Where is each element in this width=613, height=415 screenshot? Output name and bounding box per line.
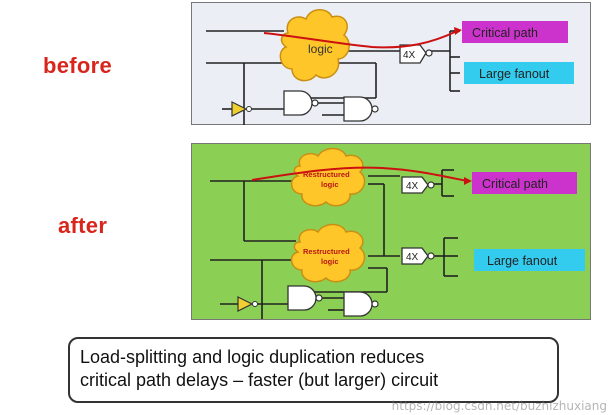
- after-critical-path-line: [251, 166, 468, 182]
- summary-note-line-1: Load-splitting and logic duplication red…: [80, 347, 425, 367]
- after-wires: [210, 169, 458, 319]
- before-logic-cloud: [279, 9, 350, 82]
- after-nand-gate-1: [287, 285, 323, 311]
- before-inverter: [231, 101, 252, 117]
- before-logic-text: logic: [308, 42, 333, 56]
- after-large-fanout-text: Large fanout: [487, 254, 558, 268]
- summary-note-line-2: critical path delays – faster (but large…: [80, 370, 439, 390]
- after-inverter: [237, 296, 258, 312]
- after-buffer-gate-top: [401, 176, 435, 194]
- after-circuit: Restructured logic Restructured logic 4X…: [210, 147, 585, 319]
- before-buffer-text: 4X: [403, 50, 416, 61]
- after-restructured-cloud-bottom: [290, 223, 366, 283]
- before-critical-path-line: [263, 30, 458, 49]
- after-cloud-top-text-2: logic: [321, 180, 339, 189]
- before-nand-gate-1: [283, 90, 319, 116]
- after-label: after: [58, 213, 108, 238]
- summary-note: Load-splitting and logic duplication red…: [68, 337, 559, 403]
- before-large-fanout-box: [464, 62, 574, 84]
- after-buffer-bottom-text: 4X: [406, 252, 419, 263]
- watermark: https://blog.csdn.net/buzhizhuxiang: [391, 399, 607, 413]
- before-large-fanout-text: Large fanout: [479, 67, 550, 81]
- before-circuit: logic 4X: [206, 9, 574, 125]
- after-nand-gate-2: [343, 291, 379, 317]
- after-critical-arrowhead: [464, 177, 472, 185]
- before-label: before: [43, 53, 113, 78]
- after-cloud-top-text-1: Restructured: [303, 170, 350, 179]
- before-critical-arrowhead: [454, 27, 462, 35]
- after-buffer-top-text: 4X: [406, 181, 419, 192]
- after-restructured-cloud-top: [290, 147, 366, 207]
- after-large-fanout-box: [474, 249, 585, 271]
- before-critical-path-text: Critical path: [472, 26, 538, 40]
- before-panel: logic 4X: [191, 2, 591, 125]
- after-cloud-bottom-text-2: logic: [321, 257, 339, 266]
- after-panel: Restructured logic Restructured logic 4X…: [191, 143, 591, 320]
- after-buffer-gate-bottom: [401, 247, 435, 265]
- before-critical-path-box: [462, 21, 568, 43]
- after-cloud-bottom-text-1: Restructured: [303, 247, 350, 256]
- after-critical-path-box: [472, 172, 577, 194]
- after-critical-path-text: Critical path: [482, 177, 548, 191]
- before-nand-gate-2: [343, 96, 379, 122]
